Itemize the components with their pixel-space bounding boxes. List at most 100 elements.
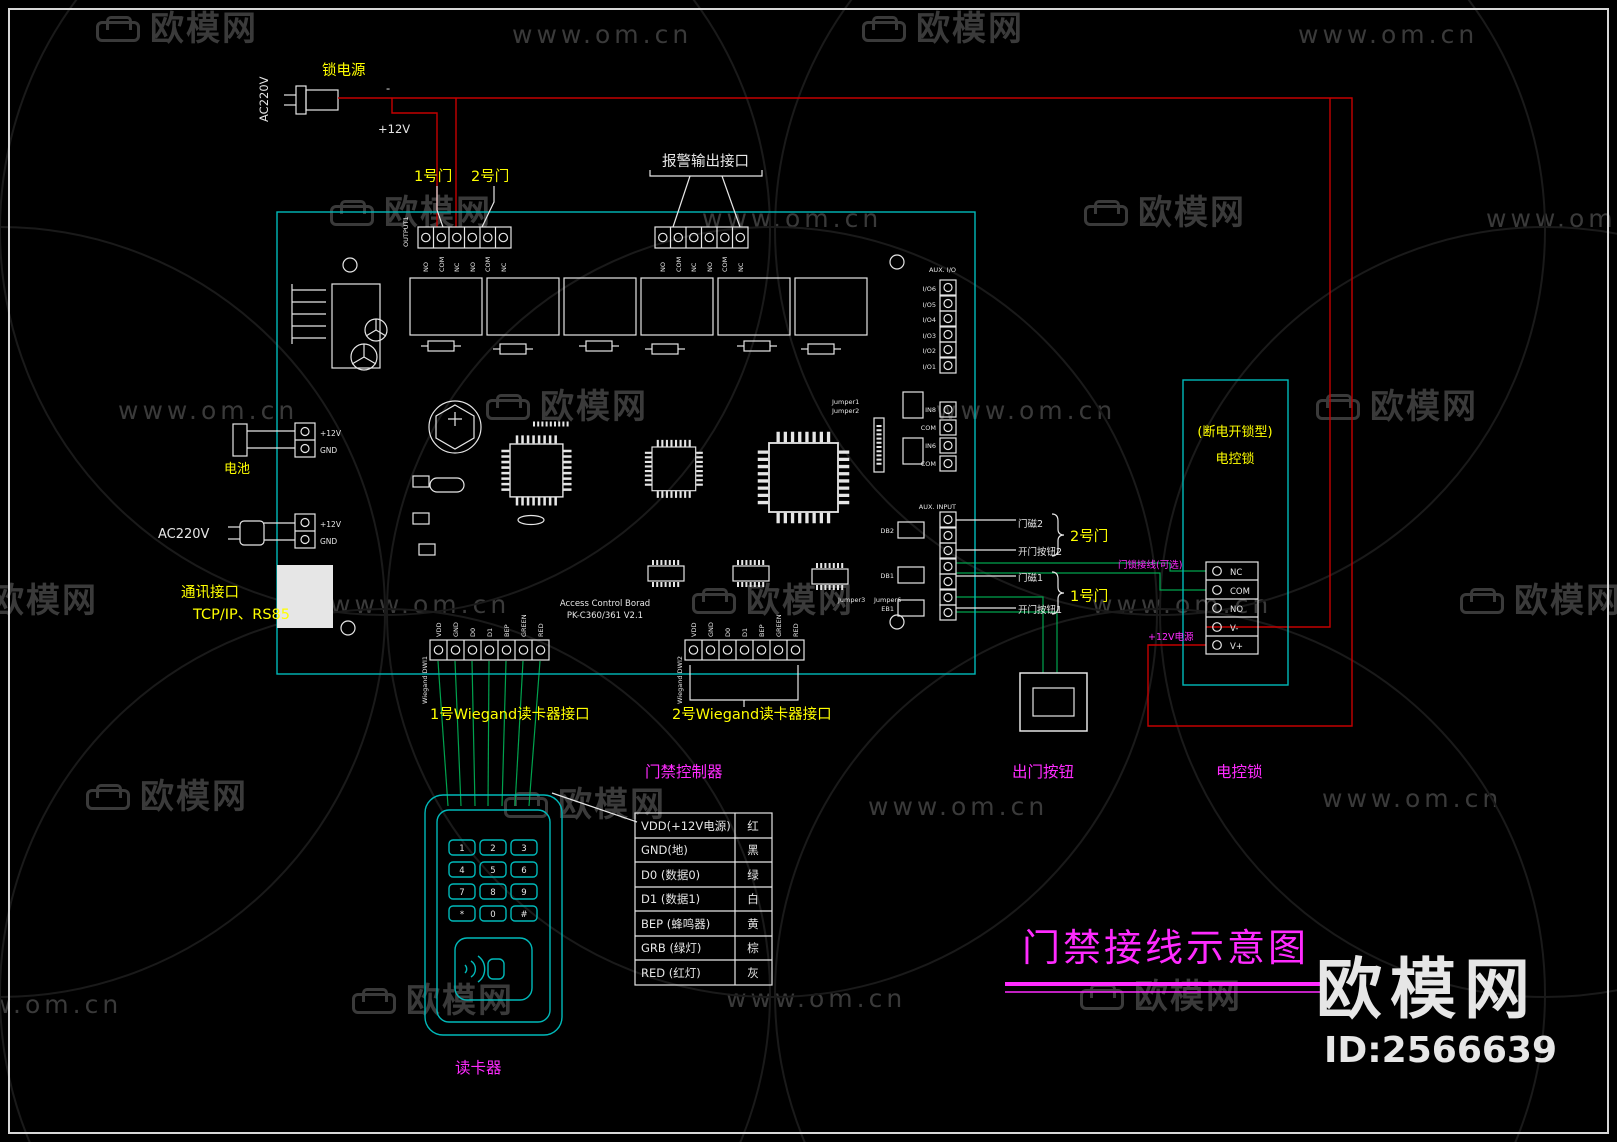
io-label: I/O5 (923, 301, 936, 309)
controller-board (276, 211, 976, 675)
battery-cell (428, 400, 482, 454)
electric-lock-box (1182, 379, 1289, 686)
keypad-key: 1 (459, 844, 464, 854)
brace-door1 (1051, 571, 1065, 615)
wire-table-text: VDD(+12V电源) 红 GND(地) 黑 D0 (数据0) 绿 D1 (数据… (641, 819, 759, 980)
board-outline (276, 211, 976, 675)
keypad-key: 6 (521, 866, 526, 876)
keypad-key: 5 (490, 866, 495, 876)
terminal-label: COM (438, 257, 446, 272)
label-door-button2: 开门按钮2 (1018, 546, 1062, 558)
lock-term-label: V- (1230, 624, 1238, 634)
label-lock-power: 锁电源 (322, 62, 366, 79)
ac-plug (228, 520, 295, 546)
table-cell-color: 棕 (747, 941, 759, 955)
contactless-icon (477, 955, 486, 983)
label-aux-input: AUX. INPUT (919, 503, 956, 511)
wiegand-pin-label: GREEN (775, 614, 783, 637)
pwr-label: GND (320, 446, 337, 455)
watermark-url: www.om.cn (118, 396, 299, 425)
exit-button-box (1019, 672, 1088, 732)
lock-terminal-labels: NC COM NO V- V+ (1230, 568, 1250, 652)
jumper-label: Jumper6 (873, 596, 901, 604)
wiegand-pin-label: D1 (741, 628, 749, 637)
output-terminals (417, 226, 749, 249)
label-door-button1: 开门按钮1 (1018, 604, 1062, 616)
terminal-label: NC (737, 262, 745, 272)
opto-label: EB1 (881, 605, 894, 613)
terminal-label: NC (690, 262, 698, 272)
table-cell-color: 灰 (747, 966, 759, 980)
board-model: PK-C360/361 V2.1 (567, 611, 643, 621)
lock-term-label: COM (1230, 587, 1250, 597)
opto-label: DB1 (880, 572, 894, 580)
terminal-label: NC (500, 262, 508, 272)
power-terminals (294, 422, 316, 549)
terminal-label: NO (706, 262, 714, 272)
label-reader: 读卡器 (455, 1059, 502, 1077)
terminal-label: NO (422, 262, 430, 272)
wire-color-table (634, 812, 773, 986)
label-lock-type: (断电开锁型) (1197, 424, 1272, 440)
label-door2-top: 2号门 (471, 168, 509, 185)
leader-lines (436, 170, 799, 823)
ethernet-port (277, 565, 333, 628)
wiegand-pin-label: D0 (469, 628, 477, 637)
wiegand-pin-label: GND (707, 622, 715, 637)
diagram-title: 门禁接线示意图 (1022, 926, 1309, 970)
sofa-icon (330, 200, 374, 226)
jumper-label: Jumper2 (831, 407, 859, 415)
pwr-label: GND (320, 537, 337, 546)
board-name: Access Control Borad (560, 599, 650, 609)
label-plus12v: +12V (378, 122, 410, 136)
board-components (291, 254, 925, 636)
model-id: ID:2566639 (1324, 1030, 1557, 1071)
io-label: I/O4 (923, 316, 936, 324)
table-cell-pin: RED (红灯) (641, 966, 701, 980)
sofa-icon (486, 394, 530, 420)
title-underline (1005, 982, 1323, 993)
keypad-key: 0 (490, 910, 495, 920)
wiegand-port2-label: Wiegand DWI2 (676, 656, 684, 704)
door-input-wires (956, 513, 1065, 615)
label-wiegand2: 2号Wiegand读卡器接口 (672, 706, 832, 723)
label-door1-right: 1号门 (1070, 588, 1108, 605)
watermark-url: www.om.cn (726, 984, 907, 1013)
in-label: COM (921, 424, 936, 432)
lock-power-plug (284, 85, 339, 115)
label-ac220v-top: AC220V (257, 76, 271, 122)
watermark-url: www.om.cn (512, 20, 693, 49)
wiegand-port1-label: Wiegand DWI1 (421, 656, 429, 704)
contactless-area (454, 937, 533, 1001)
sofa-icon (692, 588, 736, 614)
table-cell-color: 黄 (747, 917, 759, 931)
io-terminals (939, 279, 957, 621)
pwr-label: +12V (320, 429, 342, 438)
in-label: IN8 (925, 406, 936, 414)
terminal-label: NO (469, 262, 477, 272)
label-battery: 电池 (224, 462, 250, 477)
watermark-brand: 欧模网 (352, 984, 514, 1018)
card-reader (424, 794, 563, 1036)
wiegand-pin-label: VDD (690, 623, 698, 637)
keypad-key: * (460, 910, 464, 920)
battery-symbol (232, 423, 295, 457)
label-exit-button: 出门按钮 (1012, 763, 1074, 781)
sofa-icon (1084, 200, 1128, 226)
table-cell-pin: GND(地) (641, 843, 688, 857)
label-controller: 门禁控制器 (645, 763, 723, 781)
table-cell-pin: BEP (蜂鸣器) (641, 917, 710, 931)
keypad-key: 9 (521, 888, 526, 898)
wiegand-pin-label: D1 (486, 628, 494, 637)
lock-term-label: NO (1230, 605, 1243, 615)
table-cell-color: 白 (747, 892, 759, 906)
site-logo: 欧模网 (1316, 951, 1538, 1028)
watermark-brand: 欧模网 (0, 581, 98, 621)
power-wires-red (338, 97, 1353, 727)
watermark-url: www.om.cn (1322, 784, 1503, 813)
wiegand-terminals (429, 639, 805, 661)
label-door-sensor2: 门磁2 (1018, 518, 1043, 530)
